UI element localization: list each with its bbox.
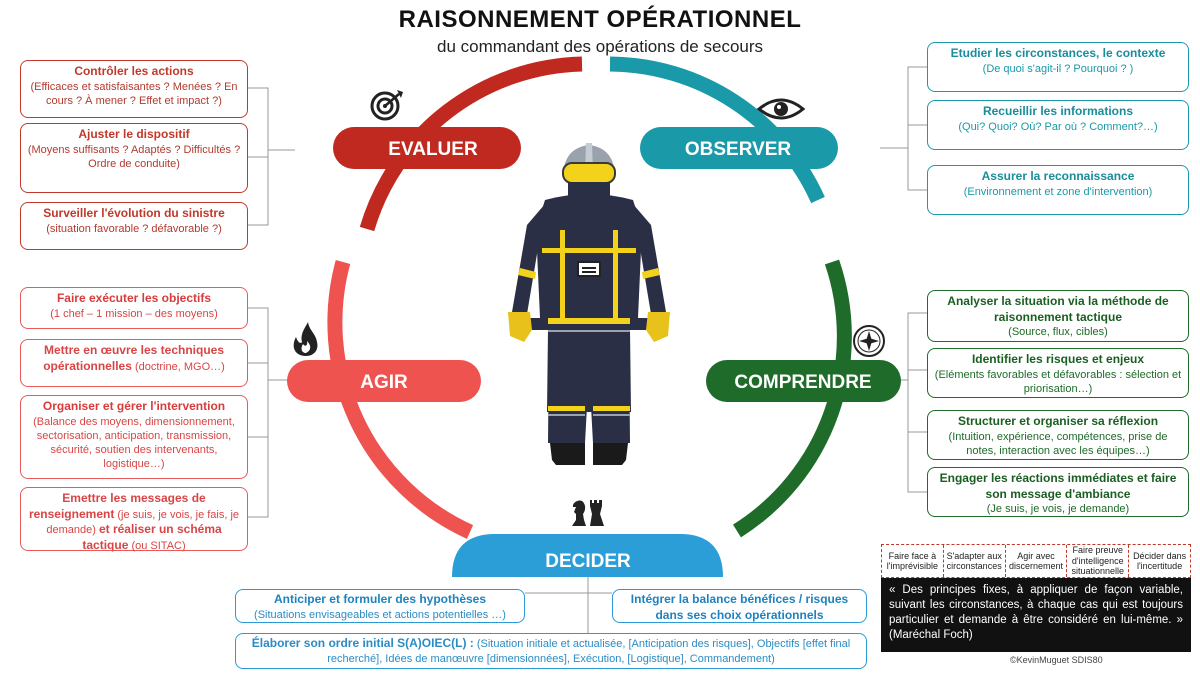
compass-icon xyxy=(853,325,885,357)
observer-item-etudier: Etudier les circonstances, le contexte (… xyxy=(927,42,1189,92)
chess-icon xyxy=(572,500,604,526)
principle-item: Agir avec discernement xyxy=(1006,545,1068,577)
comprendre-label: COMPRENDRE xyxy=(734,372,871,393)
agir-label: AGIR xyxy=(360,372,408,393)
agir-connectors xyxy=(248,307,290,518)
observer-pill xyxy=(640,127,838,169)
evaluer-item-surveiller: Surveiller l'évolution du sinistre (situ… xyxy=(20,202,248,250)
comprendre-item-structurer: Structurer et organiser sa réflexion (In… xyxy=(927,410,1189,460)
comprendre-item-analyser: Analyser la situation via la méthode de … xyxy=(927,290,1189,342)
principles-row: Faire face à l'imprévisible S'adapter au… xyxy=(881,544,1191,578)
observer-item-reconnaissance: Assurer la reconnaissance (Environnement… xyxy=(927,165,1189,215)
agir-item-techniques: Mettre en œuvre les techniques opération… xyxy=(20,339,248,387)
principle-item: Faire face à l'imprévisible xyxy=(882,545,944,577)
evaluer-connectors xyxy=(248,87,295,226)
agir-item-messages: Emettre les messages de renseignement (j… xyxy=(20,487,248,552)
decider-item-anticiper: Anticiper et formuler des hypothèses (Si… xyxy=(235,589,525,623)
comprendre-arc xyxy=(732,259,852,538)
principle-item: Décider dans l'incertitude xyxy=(1133,550,1187,571)
eye-icon xyxy=(756,98,806,120)
decider-pill xyxy=(452,534,723,577)
evaluer-item-controle: Contrôler les actions (Efficaces et sati… xyxy=(20,60,248,118)
agir-pill xyxy=(287,360,481,402)
evaluer-arc xyxy=(359,56,583,232)
target-icon xyxy=(370,90,403,121)
decider-item-balance: Intégrer la balance bénéfices / risques … xyxy=(612,589,867,623)
evaluer-pill xyxy=(333,127,521,169)
observer-connectors xyxy=(880,66,927,191)
firefighter-icon xyxy=(508,143,670,465)
principle-item: Faire preuve d'intelligence situationnel… xyxy=(1067,545,1130,577)
credit: ©KevinMuguet SDIS80 xyxy=(1010,655,1103,665)
evaluer-label: EVALUER xyxy=(388,139,478,160)
page-subtitle: du commandant des opérations de secours xyxy=(436,37,764,56)
comprendre-pill xyxy=(706,360,901,402)
observer-item-recueillir: Recueillir les informations (Qui? Quoi? … xyxy=(927,100,1189,150)
agir-item-executer: Faire exécuter les objectifs (1 chef – 1… xyxy=(20,287,248,329)
agir-item-organiser: Organiser et gérer l'intervention (Balan… xyxy=(20,395,248,479)
principle-item: S'adapter aux circonstances xyxy=(944,545,1006,577)
comprendre-connectors xyxy=(880,312,927,493)
agir-arc xyxy=(327,260,474,539)
decider-label: DECIDER xyxy=(545,551,631,572)
comprendre-item-reactions: Engager les réactions immédiates et fair… xyxy=(927,467,1189,517)
foch-quote: « Des principes fixes, à appliquer de fa… xyxy=(881,578,1191,652)
flame-icon xyxy=(293,322,318,356)
comprendre-item-risques: Identifier les risques et enjeux (Elémen… xyxy=(927,348,1189,398)
evaluer-item-ajuster: Ajuster le dispositif (Moyens suffisants… xyxy=(20,123,248,193)
decider-item-ordre: Élaborer son ordre initial S(A)OIEC(L) :… xyxy=(235,633,867,669)
observer-label: OBSERVER xyxy=(685,139,792,160)
decider-connectors xyxy=(525,577,612,633)
page-title: RAISONNEMENT OPÉRATIONNEL xyxy=(398,6,802,33)
